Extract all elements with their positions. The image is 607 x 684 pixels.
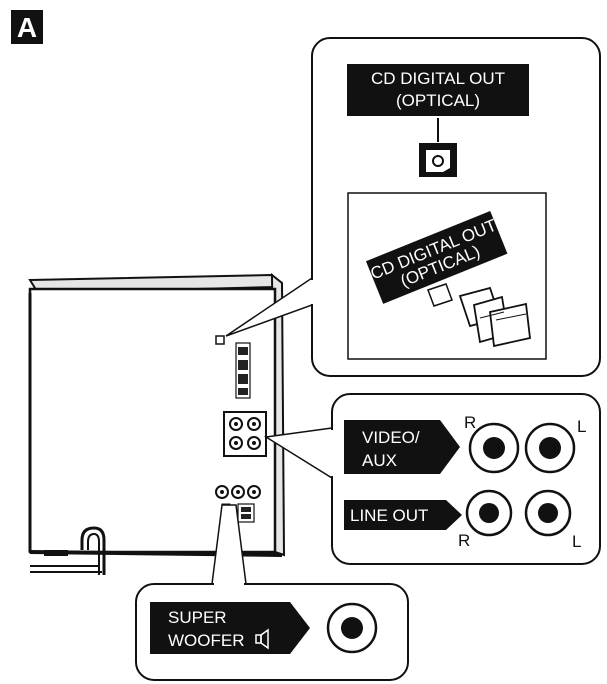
super-woofer-label-box: [150, 602, 310, 654]
optical-port-icon: [419, 143, 457, 177]
video-aux-jack-right: [468, 422, 520, 474]
video-aux-left-label: L: [577, 417, 586, 436]
optical-inset: CD DIGITAL OUT (OPTICAL): [347, 192, 547, 360]
speaker-icon: [255, 628, 269, 650]
video-aux-right-label: R: [464, 413, 476, 432]
unit-rear-panel: [28, 272, 286, 575]
line-out-right-label: R: [458, 531, 470, 550]
optical-label-line1: CD DIGITAL OUT: [371, 69, 505, 88]
line-out-jack-right: [465, 489, 513, 537]
unit-label-strip: [235, 342, 251, 399]
super-woofer-label-line2: WOOFER: [168, 631, 245, 650]
power-cord: [30, 526, 106, 575]
unit-rca-block: [223, 411, 267, 457]
optical-plug-icon: [427, 283, 531, 348]
super-woofer-label-line1: SUPER: [168, 608, 227, 627]
super-woofer-jack: [326, 602, 378, 654]
optical-callout: CD DIGITAL OUT (OPTICAL) CD DIGITAL OUT …: [225, 37, 601, 377]
line-out-left-label: L: [572, 532, 581, 551]
line-out-label-box: [344, 500, 462, 530]
super-woofer-callout: SUPER WOOFER: [135, 504, 409, 681]
optical-label-line2: (OPTICAL): [396, 91, 480, 110]
rca-callout: VIDEO/ AUX R L LINE OUT R L: [263, 393, 601, 565]
optical-label-box: [347, 64, 529, 116]
video-aux-label-box: [344, 420, 460, 474]
line-out-jack-left: [524, 489, 572, 537]
figure-letter-badge: A: [11, 10, 43, 44]
video-aux-label-line2: AUX: [362, 451, 397, 470]
line-out-label: LINE OUT: [350, 506, 428, 525]
video-aux-jack-left: [524, 422, 576, 474]
video-aux-label-line1: VIDEO/: [362, 428, 420, 447]
figure-letter: A: [17, 12, 37, 43]
unit-optical-port: [215, 335, 225, 345]
